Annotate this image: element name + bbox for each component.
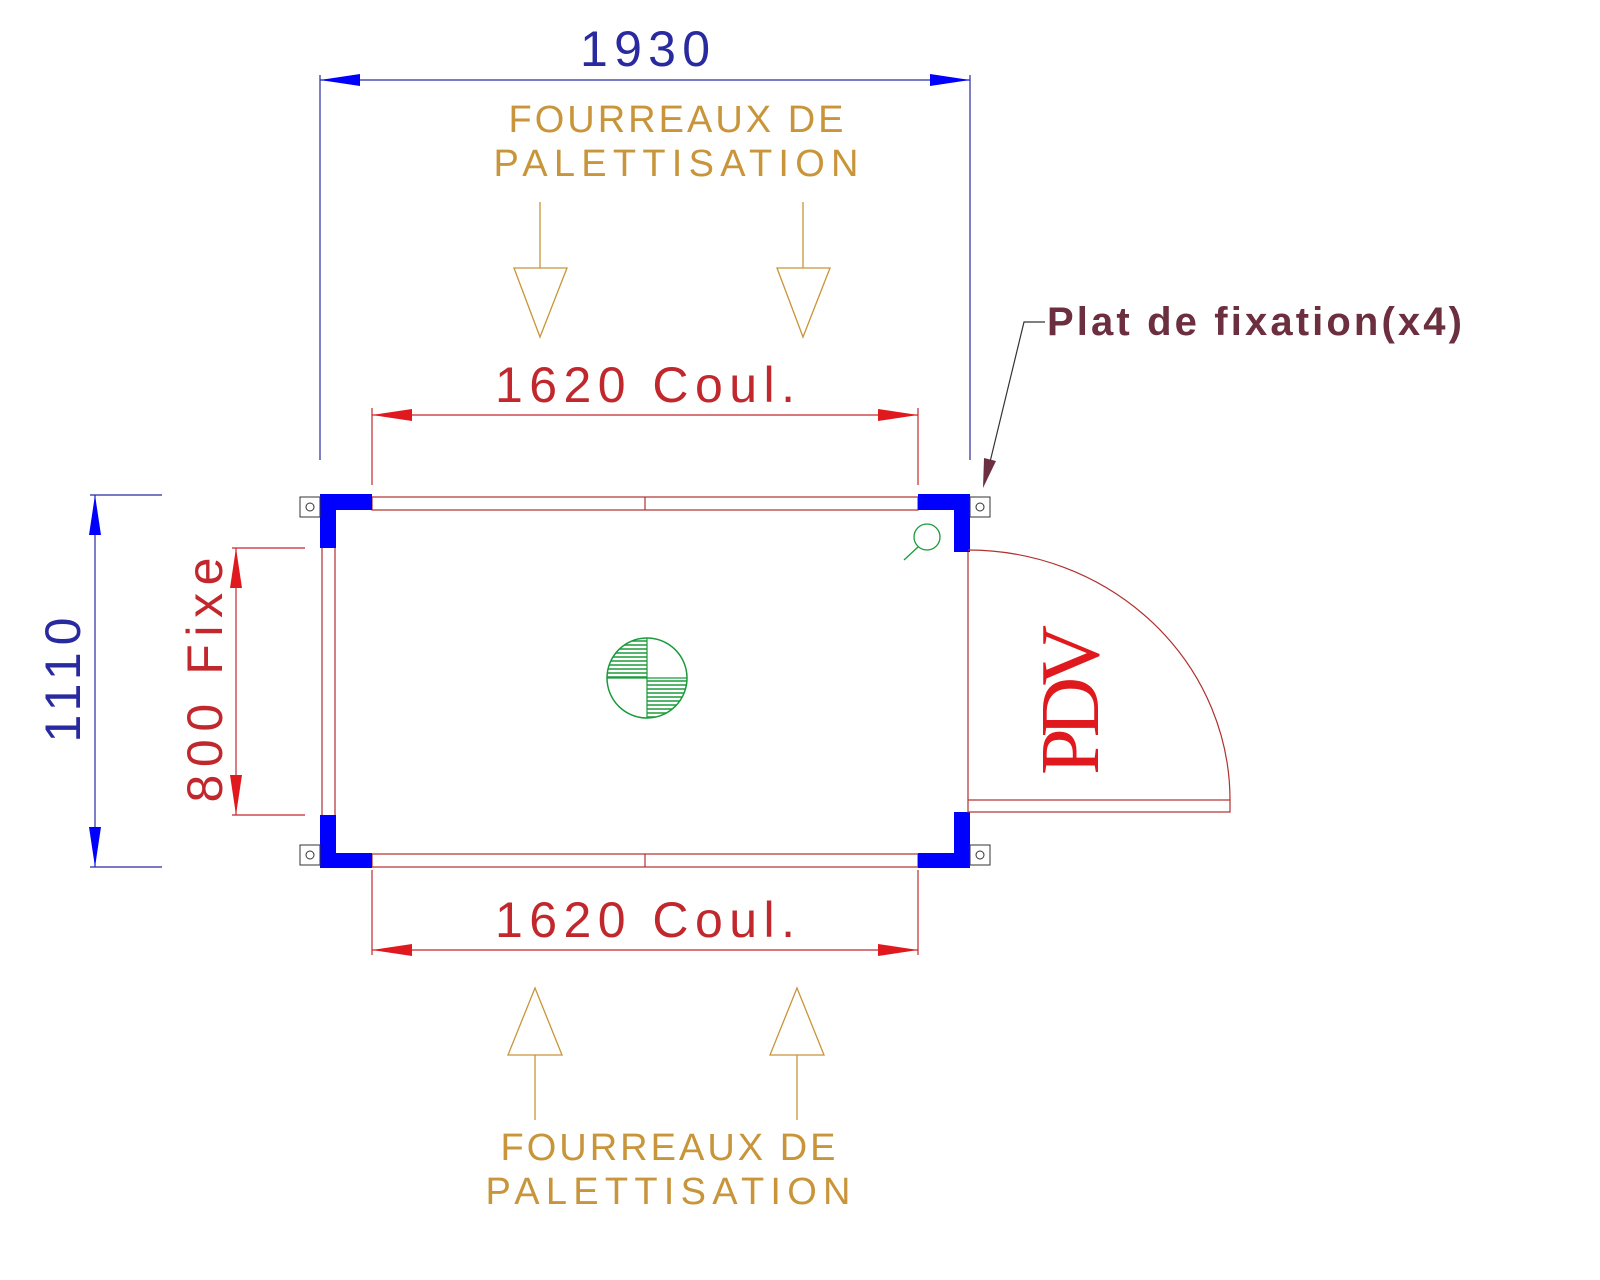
sliding-bottom-value: 1620 Coul. [495,892,795,948]
fixing-plate-note: Plat de fixation(x4) [1047,300,1462,344]
pallet-sleeves-top-line1: FOURREAUX DE [509,99,844,141]
overall-depth-value: 1110 [35,618,91,743]
arrow-up-icon [507,986,825,1120]
door-label: PDV [1024,625,1117,775]
pallet-sleeves-top: FOURREAUX DE PALETTISATION [494,99,859,339]
cabin-walls [321,496,969,868]
sliding-top-value: 1620 Coul. [495,357,795,413]
center-of-gravity-icon [606,637,688,719]
door-swing [967,549,1231,813]
arrow-down-icon [513,202,831,339]
dimension-fixed-left: 800 Fixe [177,547,305,816]
fixed-left-value: 800 Fixe [177,558,233,803]
pallet-sleeves-bottom: FOURREAUX DE PALETTISATION [486,986,851,1213]
overall-width-value: 1930 [580,21,710,77]
dimension-overall-depth: 1110 [35,494,162,868]
pallet-sleeves-top-line2: PALETTISATION [494,143,859,185]
pallet-sleeves-bottom-line2: PALETTISATION [486,1171,851,1213]
corner-posts [320,494,970,868]
fixing-plate-leader [983,321,1045,488]
dimension-sliding-bottom: 1620 Coul. [371,870,919,956]
light-switch-icon [903,523,941,561]
fixing-plates [299,496,991,866]
dimension-sliding-top: 1620 Coul. [371,357,919,485]
pallet-sleeves-bottom-line1: FOURREAUX DE [501,1127,836,1169]
